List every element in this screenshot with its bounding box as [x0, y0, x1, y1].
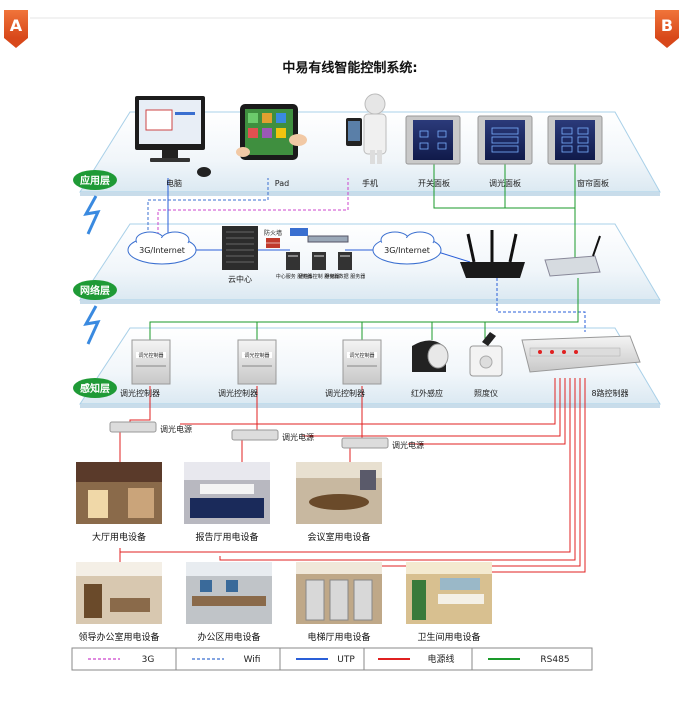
room-label: 办公区用电设备: [197, 631, 260, 643]
cloud-left-icon: [127, 231, 197, 265]
pad-label: Pad: [275, 179, 289, 188]
room-label: 大厅用电设备: [92, 531, 146, 543]
svg-text:网络层: 网络层: [80, 284, 110, 297]
room-photo-lobby: [76, 462, 162, 524]
lux-meter-label: 照度仪: [474, 388, 498, 398]
ir-sensor-icon: [412, 340, 449, 372]
perception-platform-edge: [80, 404, 660, 408]
svg-text:应用层: 应用层: [80, 174, 110, 187]
room-photo-restroom: [406, 562, 492, 624]
marker-b: B: [655, 10, 679, 48]
room-label: 报告厅用电设备: [195, 531, 258, 543]
room-label: 电梯厅用电设备: [307, 631, 370, 643]
psu-1-icon: [109, 421, 157, 433]
dimmer-controller-2-icon: [237, 339, 277, 385]
dimmer-controller-2-module: 调光控制器: [244, 352, 269, 359]
wireless-bolt-icon: [83, 305, 101, 345]
application-layer-badge: 应用层: [73, 170, 117, 190]
psu-2-label: 调光电源: [282, 432, 314, 442]
network-switch-icon: [290, 228, 349, 243]
phone-icon: [346, 93, 387, 164]
svg-text:感知层: 感知层: [80, 382, 110, 395]
computer-icon: [135, 96, 211, 177]
server-rack-icon: [222, 226, 258, 270]
room-photo-executive-office: [76, 562, 162, 624]
psu-2-icon: [231, 429, 279, 441]
cloud-right-icon: [372, 231, 442, 265]
server-3-icon: [338, 252, 352, 270]
dimmer-controller-3-module: 调光控制器: [349, 352, 374, 359]
perception-layer-badge: 感知层: [73, 378, 117, 398]
psu-1-label: 调光电源: [160, 424, 192, 434]
wifi-line: [147, 178, 269, 240]
phone-label: 手机: [362, 178, 378, 188]
network-platform-edge: [80, 300, 660, 304]
cloud-center-label: 云中心: [228, 274, 252, 284]
dimmer-controller-1-label: 调光控制器: [120, 388, 160, 398]
switch-panel-icon: [405, 115, 461, 165]
network-layer-badge: 网络层: [73, 280, 117, 300]
cloud-right-label: 3G/Internet: [384, 246, 430, 255]
legend-label: UTP: [337, 655, 355, 665]
page-title: 中易有线智能控制系统:: [282, 60, 417, 76]
server-1-label: 中心服务 服务器: [276, 273, 313, 280]
legend-label: 3G: [142, 655, 155, 665]
room-photo-auditorium: [184, 462, 270, 524]
dimmer-controller-3-icon: [342, 339, 382, 385]
lux-meter-icon: [469, 332, 503, 377]
room-photo-office-area: [186, 562, 272, 624]
dimmer-controller-2-label: 调光控制器: [218, 388, 258, 398]
dimmer-panel-icon: [477, 115, 533, 165]
utp-line-router-relay: [496, 278, 586, 332]
firewall-icon: [266, 238, 280, 248]
curtain-panel-icon: [547, 115, 603, 165]
dimmer-controller-1-icon: [131, 339, 171, 385]
computer-label: 电脑: [166, 178, 182, 188]
relay-8-icon: [521, 335, 641, 373]
3g-line: [157, 178, 349, 240]
legend-box: [71, 647, 593, 671]
room-photo-elevator-hall: [296, 562, 382, 624]
legend-entries: 3G Wifi UTP 电源线 RS485: [88, 653, 570, 665]
relay-8-label: 8路控制器: [591, 388, 628, 398]
utp-line: [437, 251, 471, 263]
router-icon: [460, 230, 525, 278]
cloud-left-label: 3G/Internet: [139, 246, 185, 255]
wireless-bolt-icon: [83, 195, 101, 235]
application-platform-edge: [80, 192, 660, 196]
server-3-label: 存储&数据 服务器: [325, 273, 366, 280]
dimmer-panel-label: 调光面板: [489, 178, 521, 188]
dimmer-controller-1-module: 调光控制器: [138, 352, 163, 359]
psu-3-label: 调光电源: [392, 440, 424, 450]
switch-panel-label: 开关面板: [418, 178, 450, 188]
pad-icon: [236, 104, 307, 160]
gateway-icon: [544, 235, 601, 277]
curtain-panel-label: 窗帘面板: [577, 178, 609, 188]
dimmer-controller-3-label: 调光控制器: [325, 388, 365, 398]
room-label: 卫生间用电设备: [417, 631, 480, 643]
firewall-label: 防火墙: [264, 229, 282, 237]
server-2-label: 通信&控制 服务器: [299, 273, 340, 280]
rs485-bus: [149, 278, 579, 340]
marker-b-label: B: [661, 16, 673, 35]
psu-3-icon: [341, 437, 389, 449]
legend-label: 电源线: [427, 653, 454, 665]
server-2-icon: [312, 252, 326, 270]
room-label: 会议室用电设备: [307, 531, 370, 543]
room-photo-meeting: [296, 462, 382, 524]
marker-a-label: A: [10, 16, 23, 35]
room-label: 领导办公室用电设备: [78, 631, 159, 643]
ir-sensor-label: 红外感应: [411, 388, 443, 398]
legend-label: RS485: [540, 655, 569, 665]
marker-a: A: [4, 10, 28, 48]
legend-label: Wifi: [244, 655, 261, 665]
server-1-icon: [286, 252, 300, 270]
